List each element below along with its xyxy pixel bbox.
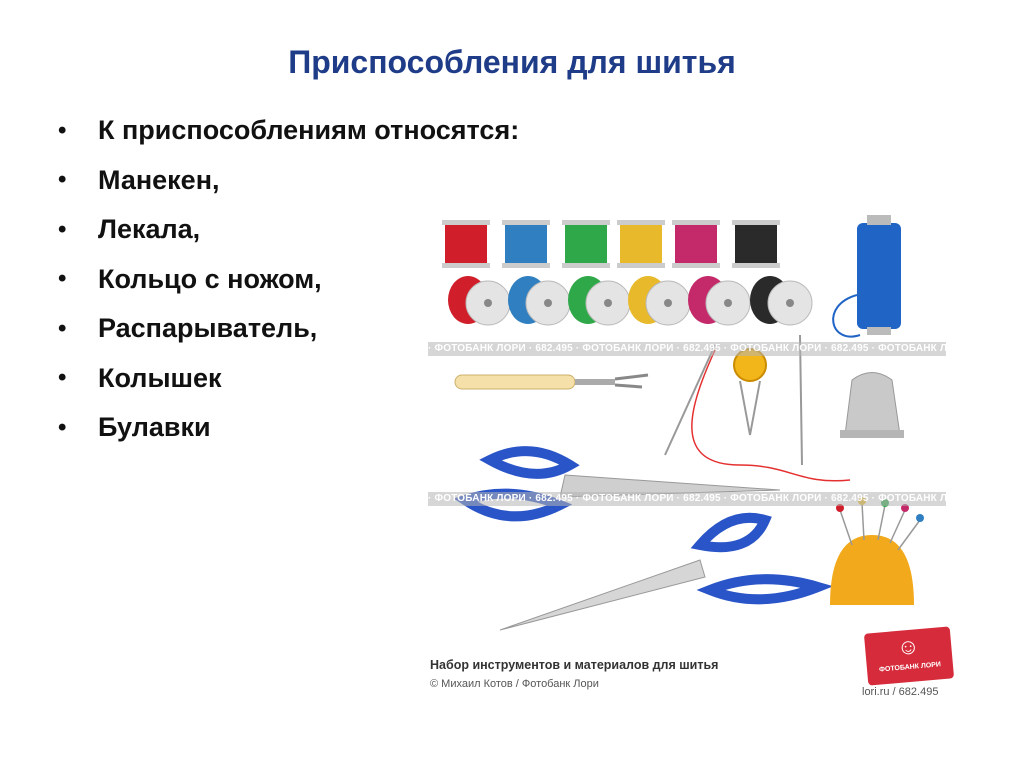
bullet-list: •К приспособлениям относятся: •Манекен, … — [58, 106, 519, 453]
list-item: • К приспособлениям относятся: — [58, 106, 519, 156]
bullet-text: Булавки — [98, 412, 211, 443]
thread-spool-icon — [502, 220, 550, 268]
thread-spool-icon — [442, 220, 490, 268]
thread-spool-icon — [750, 276, 813, 326]
bullet-text: Манекен, — [98, 164, 220, 195]
caption-title: Набор инструментов и материалов для шить… — [430, 658, 719, 672]
thread-spool-icon — [832, 215, 901, 338]
list-item: • Булавки — [58, 403, 519, 453]
list-item: • Кольцо с ножом, — [58, 255, 519, 305]
bullet-text: Лекала, — [98, 214, 201, 245]
list-item: • Манекен, — [58, 156, 519, 206]
needle-icon — [664, 334, 851, 482]
thread-spool-icon — [617, 220, 665, 268]
list-item: • Распарыватель, — [58, 304, 519, 354]
list-item: • Колышек — [58, 354, 519, 404]
thread-spool-icon — [688, 276, 751, 326]
list-item: • Лекала, — [58, 205, 519, 255]
thread-spool-icon — [672, 220, 720, 268]
sewing-tools-drawing — [442, 215, 924, 631]
bullet-text: К приспособлениям относятся: — [98, 115, 520, 146]
bullet-icon: • — [58, 413, 67, 441]
bullet-text: Распарыватель, — [98, 313, 318, 344]
bullet-icon: • — [58, 215, 67, 243]
thread-spool-icon — [732, 220, 780, 268]
bullet-icon: • — [58, 364, 67, 392]
stock-id: lori.ru / 682.495 — [862, 686, 939, 698]
bullet-icon: • — [58, 116, 67, 144]
pincushion-icon — [830, 497, 924, 605]
bullet-icon: • — [58, 314, 67, 342]
bullet-icon: • — [58, 166, 67, 194]
seam-ripper-icon — [454, 373, 649, 390]
bullet-text: Кольцо с ножом, — [98, 263, 322, 294]
thimble-icon — [840, 372, 904, 438]
scissors-icon — [453, 446, 781, 522]
bullet-icon: • — [58, 265, 67, 293]
caption-credit: © Михаил Котов / Фотобанк Лори — [430, 678, 599, 690]
thread-spool-icon — [448, 276, 511, 326]
scissors-icon — [499, 512, 834, 631]
slide-title: Приспособления для шитья — [288, 44, 736, 80]
stock-logo: ☺ ФОТОБАНК ЛОРИ — [863, 626, 955, 686]
thread-spool-icon — [508, 276, 571, 326]
watermark-strip: · ФОТОБАНК ЛОРИ · 682.495 · ФОТОБАНК ЛОР… — [428, 492, 946, 506]
thread-spool-icon — [568, 276, 631, 326]
thread-spool-icon — [562, 220, 610, 268]
needle-threader-icon — [733, 348, 767, 436]
thread-spool-icon — [628, 276, 691, 326]
bullet-text: Колышек — [98, 362, 222, 393]
watermark-strip: · ФОТОБАНК ЛОРИ · 682.495 · ФОТОБАНК ЛОР… — [428, 342, 946, 356]
